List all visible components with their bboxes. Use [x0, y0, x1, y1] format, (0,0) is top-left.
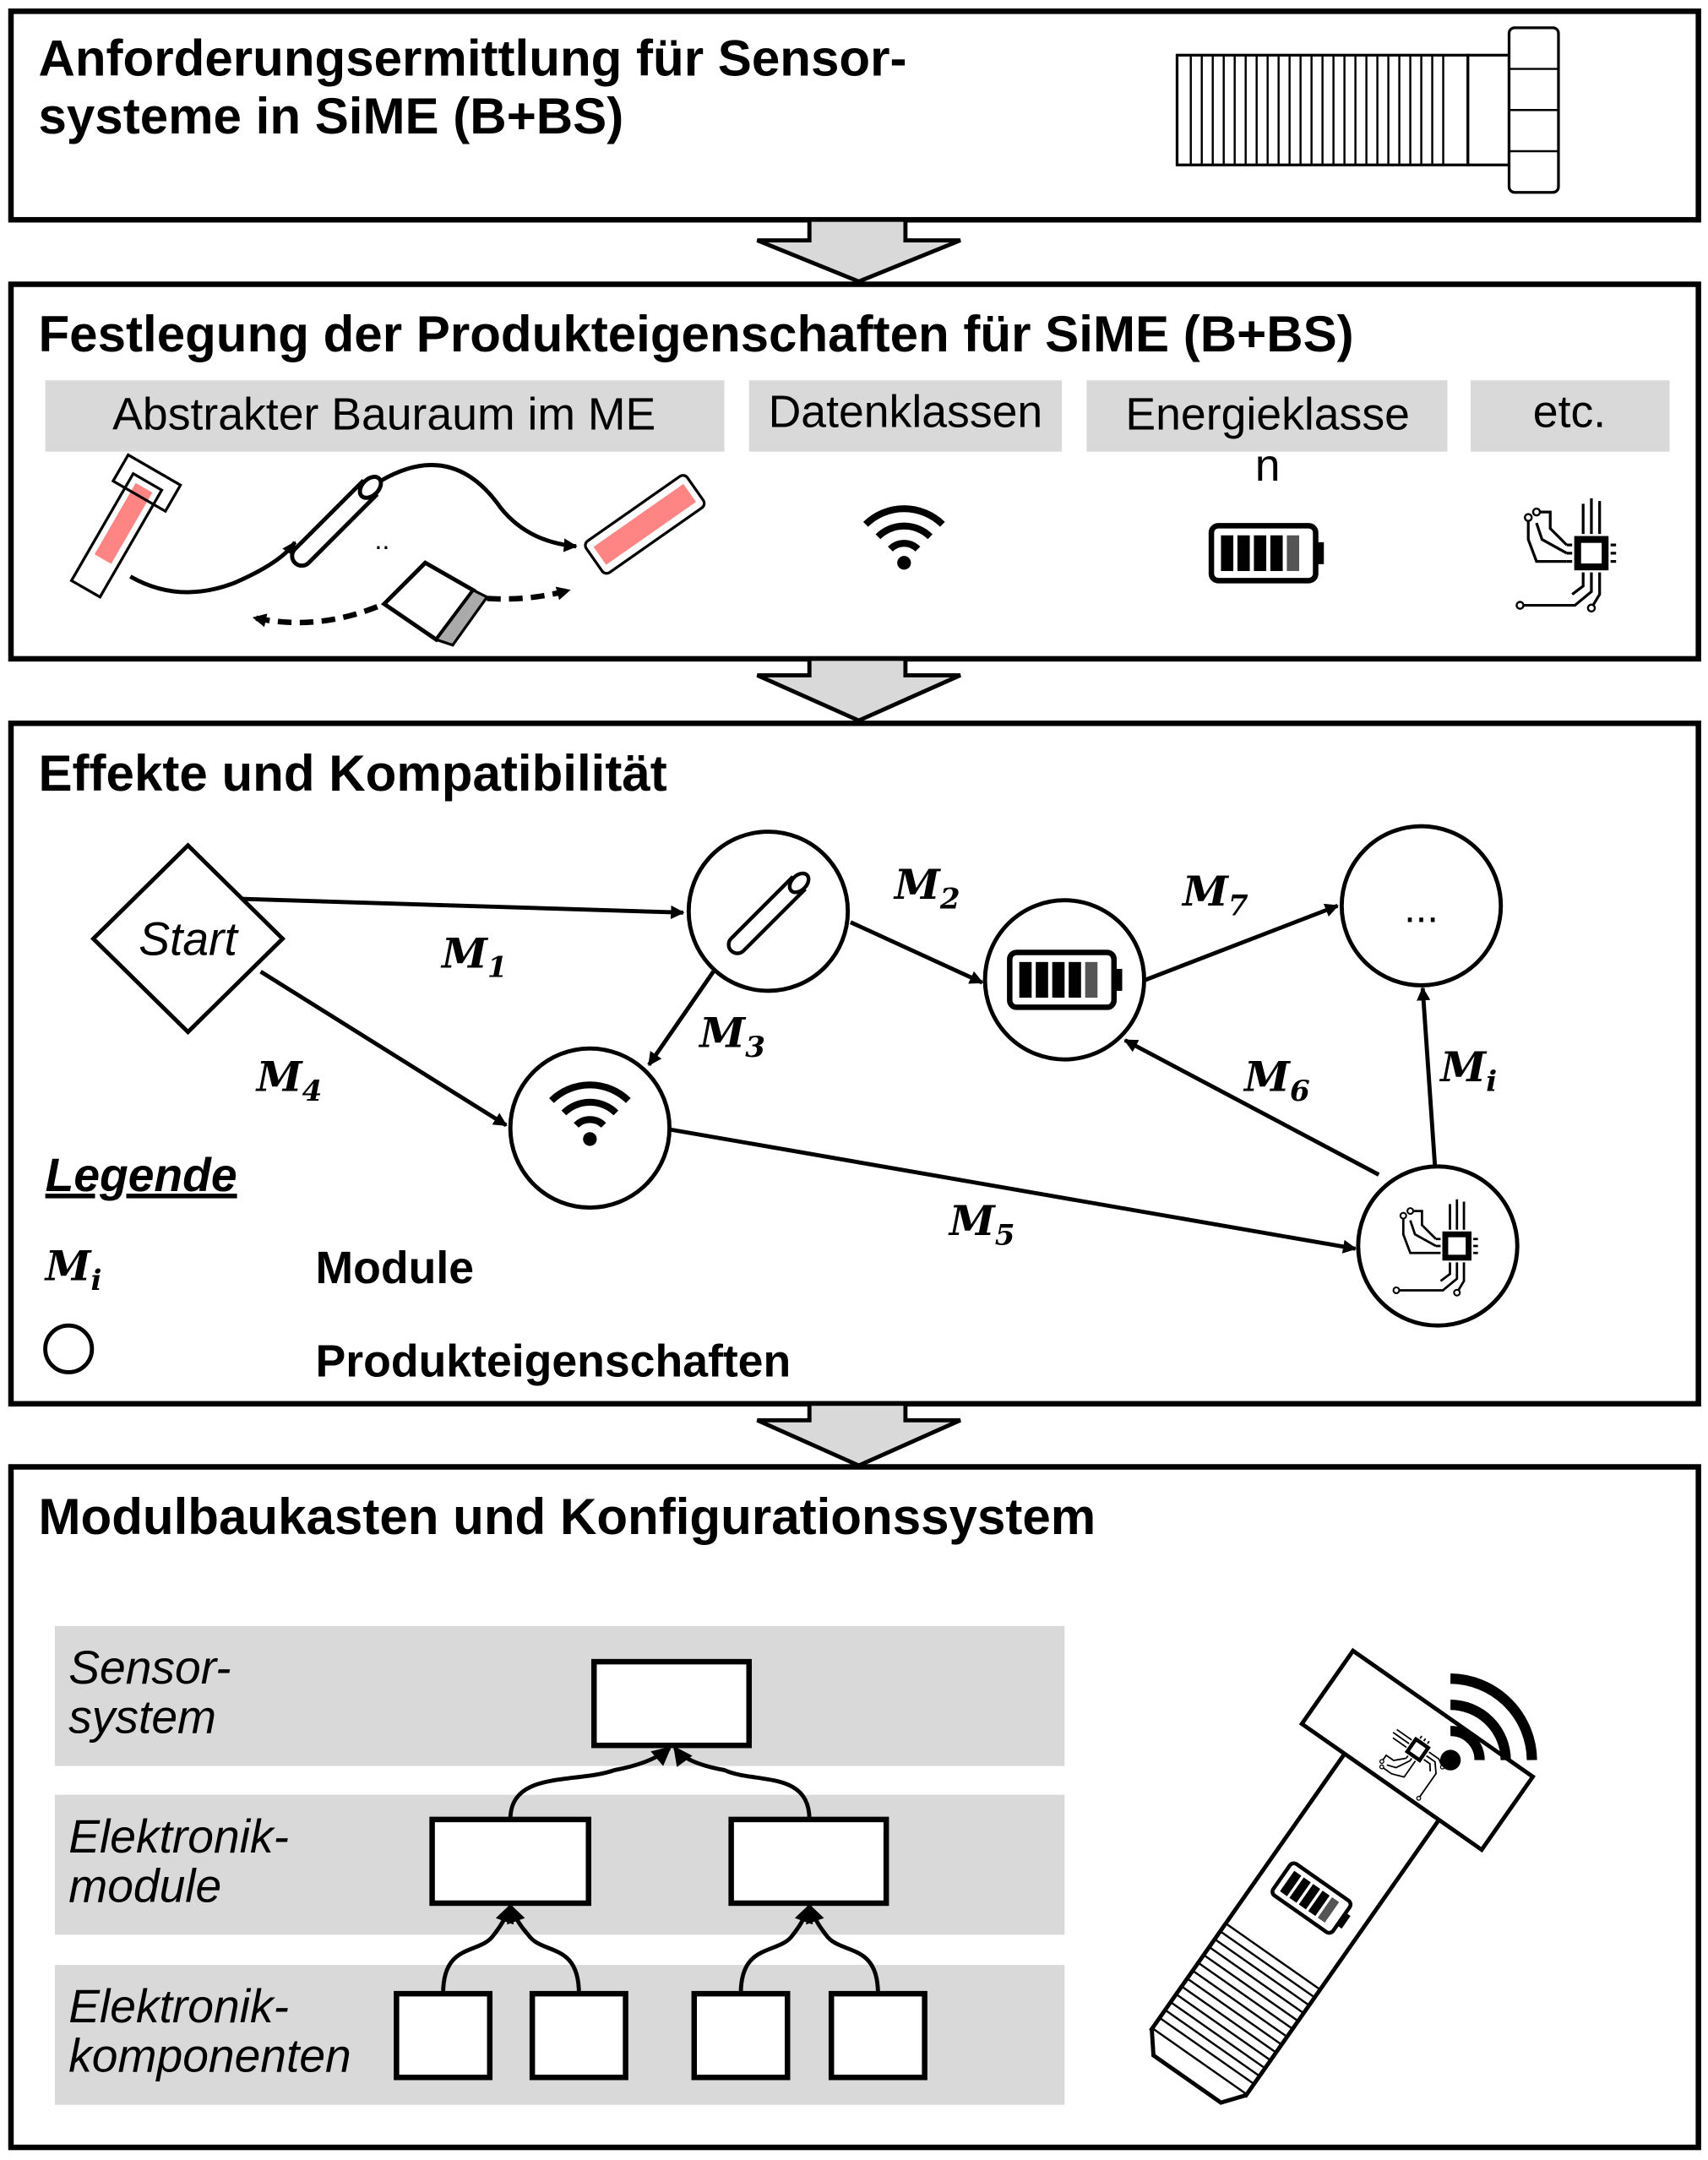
edge-label-m4: M4 — [255, 1053, 323, 1107]
node-wifi — [508, 1046, 672, 1210]
modular-title: Modulbaukasten und Konfigurationssystem — [38, 1488, 1096, 1545]
level-label-0-line1: Sensor- — [68, 1641, 231, 1694]
node-chip — [1356, 1164, 1520, 1328]
sensorsystem-block — [590, 1658, 753, 1749]
modular-section: Modulbaukasten und Konfigurationssystem … — [8, 1464, 1701, 2151]
edge-label-mi: Mi — [1439, 1043, 1497, 1098]
requirements-title-line1: Anforderungsermittlung für Sensor- — [38, 30, 906, 87]
legend-circle-icon — [43, 1323, 95, 1374]
module-block — [728, 1816, 889, 1907]
component-block — [691, 1990, 791, 2081]
start-label: Start — [139, 913, 239, 966]
component-block — [828, 1990, 927, 2081]
battery-icon — [1211, 525, 1324, 580]
requirements-title-line2: systeme in SiME (B+BS) — [38, 88, 623, 144]
level-band-sensorsystem — [54, 1625, 1065, 1766]
level-label-0-line2: system — [68, 1691, 216, 1744]
edge-label-m6: M6 — [1243, 1053, 1310, 1107]
component-block — [529, 1990, 628, 2081]
requirements-section: Anforderungsermittlung für Sensor- syste… — [8, 8, 1701, 223]
level-label-1-line1: Elektronik- — [68, 1810, 289, 1863]
svg-text:..: .. — [374, 525, 389, 555]
screw-image — [1175, 26, 1560, 194]
legend-module-symbol: Mi — [44, 1243, 102, 1298]
category-bauraum: Abstrakter Bauraum im ME — [112, 389, 655, 440]
level-label-1-line2: module — [68, 1859, 221, 1912]
legend-properties-label: Produkteigenschaften — [316, 1336, 791, 1386]
edge-label-m3: M3 — [698, 1009, 765, 1064]
component-block — [394, 1990, 493, 2081]
edge-label-m5: M5 — [948, 1197, 1015, 1252]
level-label-2-line1: Elektronik- — [68, 1980, 289, 2032]
level-label-2-line2: komponenten — [68, 2030, 351, 2082]
legend-title: Legende — [46, 1149, 237, 1201]
legend-module-label: Module — [316, 1243, 475, 1293]
sensor-screw-illustration — [1149, 1647, 1548, 2105]
flow-arrow-1 — [756, 217, 961, 284]
category-energieklasse: Energieklasse — [1125, 389, 1410, 440]
legend: Legende Mi Module Produkteigenschaften — [43, 1149, 791, 1386]
battery-icon — [1009, 952, 1122, 1007]
properties-title: Festlegung der Produkteigenschaften für … — [38, 306, 1353, 362]
edge-label-m2: M2 — [893, 861, 960, 916]
installation-space-illustration: .. — [69, 453, 706, 647]
properties-section: Festlegung der Produkteigenschaften für … — [8, 281, 1701, 662]
flow-arrow-3 — [756, 1401, 961, 1468]
category-etc: etc. — [1533, 386, 1606, 437]
effects-section: Effekte und Kompatibilität Start ... M1 … — [8, 720, 1701, 1407]
ellipsis-label: ... — [1404, 886, 1439, 932]
category-energieklasse-overflow: n — [1255, 440, 1281, 491]
start-node: Start — [90, 842, 286, 1036]
node-cylinder — [686, 830, 851, 993]
module-block — [429, 1816, 591, 1907]
category-datenklassen: Datenklassen — [769, 386, 1043, 437]
node-battery — [982, 898, 1146, 1062]
effects-title: Effekte und Kompatibilität — [38, 745, 666, 802]
edge-label-m7: M7 — [1181, 868, 1248, 922]
edge-label-m1: M1 — [440, 929, 508, 984]
node-more: ... — [1339, 824, 1504, 988]
flow-arrow-2 — [756, 656, 961, 723]
